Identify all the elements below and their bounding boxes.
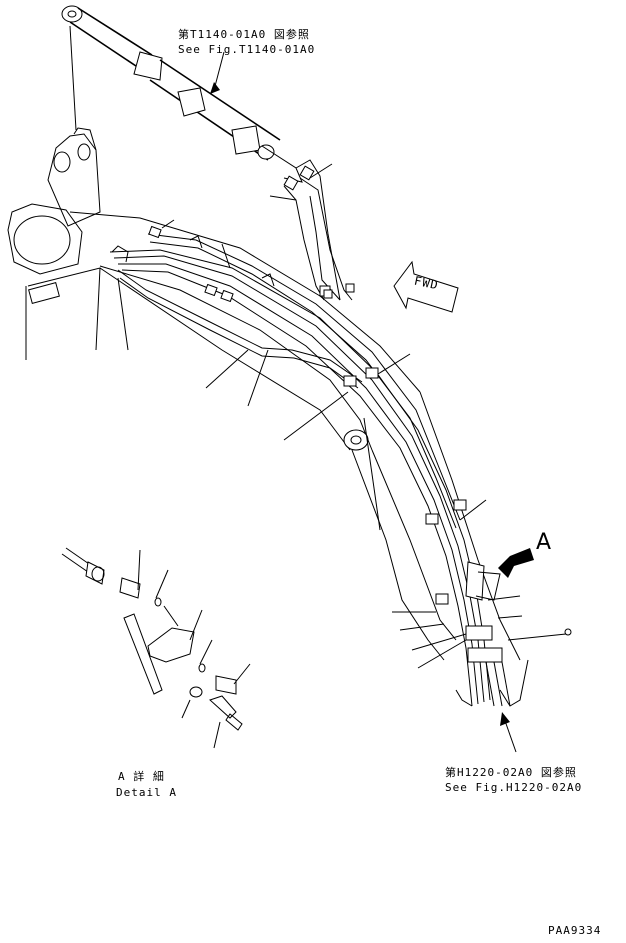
ref-top-jp: 第T1140-01A0 図参照 xyxy=(178,28,310,41)
view-direction-arrow-icon xyxy=(498,548,534,578)
ref-top-en: See Fig.T1140-01A0 xyxy=(178,43,316,56)
ref-bottom-en: See Fig.H1220-02A0 xyxy=(445,781,583,794)
boom-structure xyxy=(8,128,528,706)
boom-cylinder xyxy=(62,6,302,182)
drawing-code: PAA9334 xyxy=(548,924,602,937)
detail-title-en: Detail A xyxy=(116,786,177,799)
leader-lines xyxy=(70,26,571,752)
detail-title-jp: A 詳 細 xyxy=(118,770,165,783)
ref-bottom-jp: 第H1220-02A0 図参照 xyxy=(445,766,577,779)
detail-a-parts xyxy=(62,548,250,748)
forward-direction-arrow-icon xyxy=(394,262,458,312)
view-label: A xyxy=(536,530,552,555)
hydraulic-lines xyxy=(110,166,510,706)
